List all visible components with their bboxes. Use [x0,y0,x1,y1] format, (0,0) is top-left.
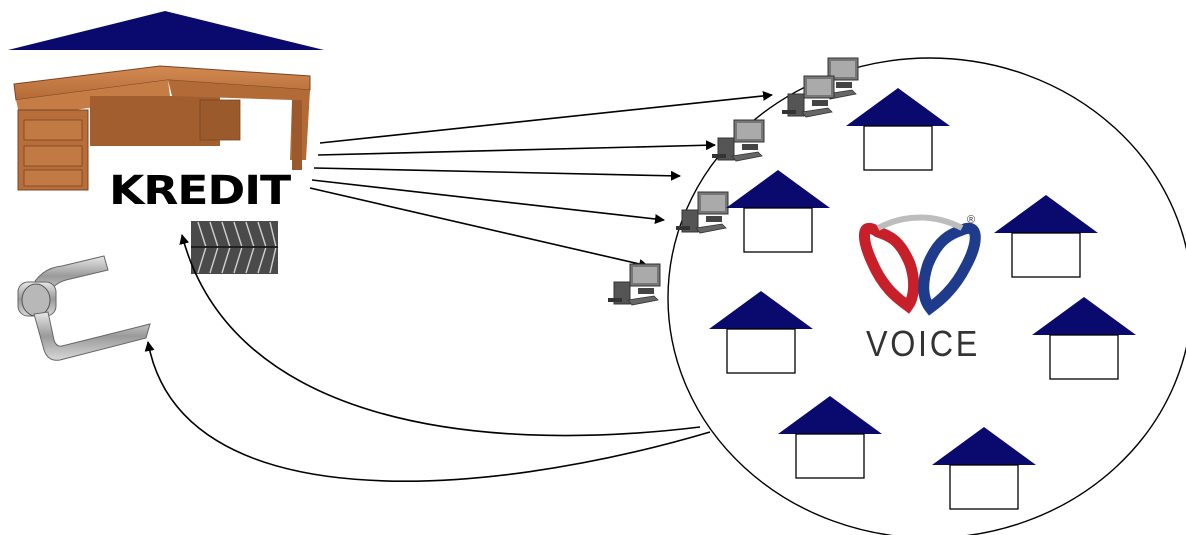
office-desk-image [13,65,311,191]
voice-label: VOICE [866,323,980,364]
voice-logo: ® VOICE [858,214,981,364]
main-house-roof [8,11,324,50]
door-handle-image [17,255,151,361]
registered-mark: ® [967,214,975,226]
kredit-label: KREDIT [109,168,292,214]
return-arrows [144,234,711,482]
tire-image [191,221,278,274]
arrows-to-computers [309,90,773,269]
